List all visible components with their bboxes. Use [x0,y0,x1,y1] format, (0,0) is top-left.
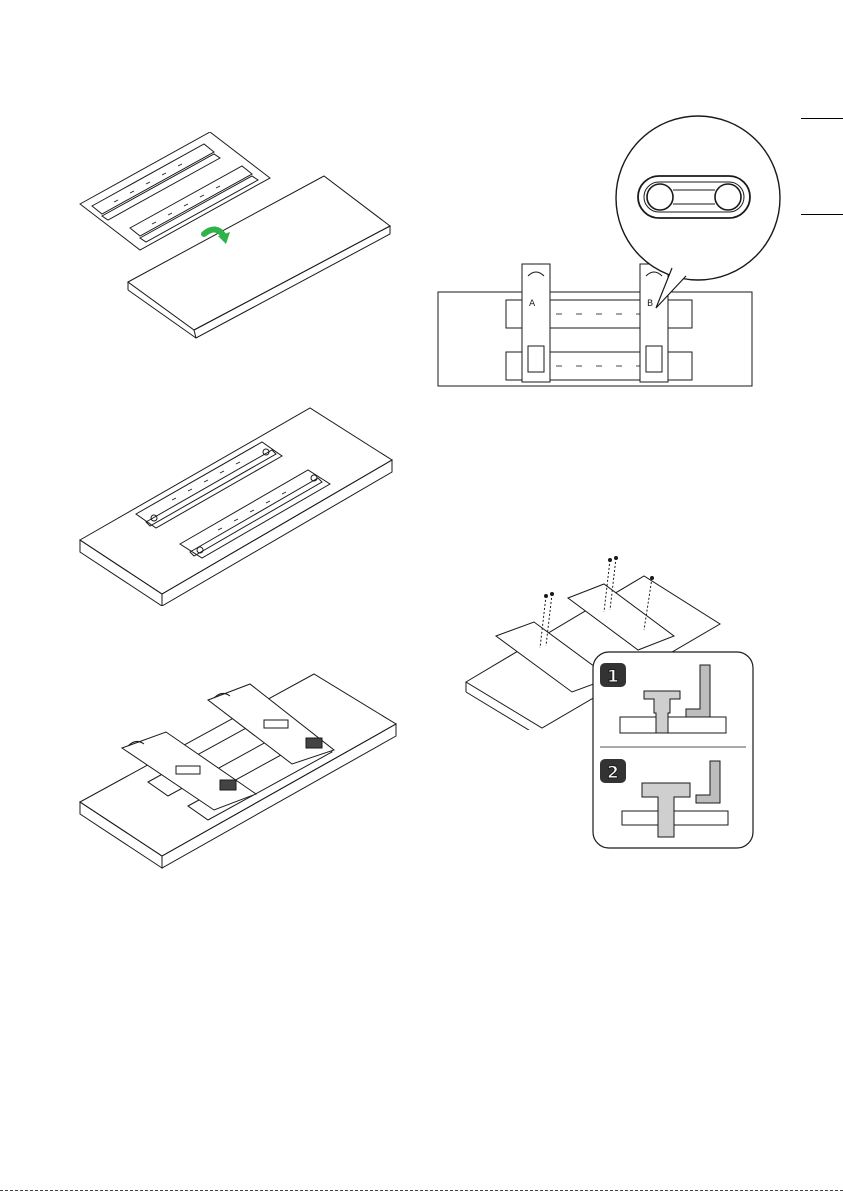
page-edge-tab-bottom [801,214,843,215]
figure-slot-detail: A B [436,104,796,394]
figure-hex-key-steps: 1 2 [592,651,756,851]
step-1-badge: 1 [607,667,619,687]
left-arm [522,264,550,382]
figure-arms-attached [78,672,398,872]
page-bottom-rule [0,1190,843,1191]
right-arm [640,264,668,382]
arm-label-b: B [647,299,653,309]
figure-flip-panel [74,132,404,342]
step-2-badge: 2 [607,763,619,783]
panel-slab [80,408,392,606]
page-edge-tab-top [801,118,843,119]
arm-label-a: A [529,299,536,309]
figure-brackets-on-panel [76,406,396,606]
